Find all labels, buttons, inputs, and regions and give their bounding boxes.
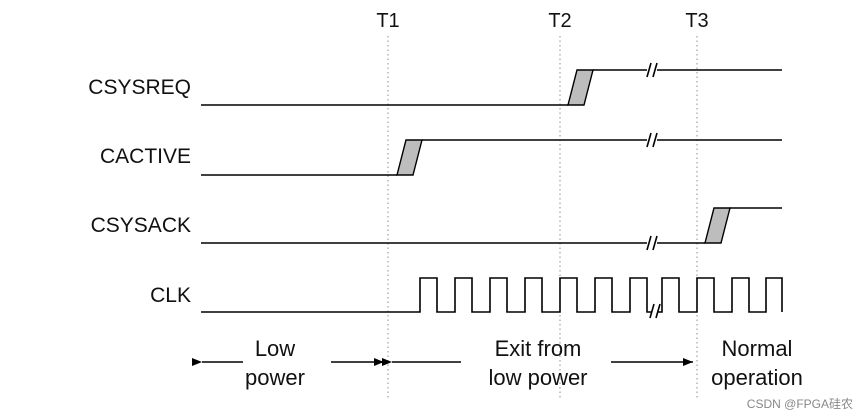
phase-normal-line1: Normal bbox=[722, 336, 793, 361]
marker-t3: T3 bbox=[685, 10, 708, 32]
watermark: CSDN @FPGA硅农 bbox=[747, 397, 853, 411]
signal-label-csysack: CSYSACK bbox=[91, 214, 191, 237]
signal-label-cactive: CACTIVE bbox=[100, 145, 191, 168]
waveform-cactive bbox=[201, 132, 782, 176]
marker-t2: T2 bbox=[548, 10, 571, 32]
waveform-clk bbox=[201, 277, 783, 319]
marker-t1: T1 bbox=[376, 10, 399, 32]
phase-normal-line2: operation bbox=[711, 365, 803, 390]
signal-label-csysreq: CSYSREQ bbox=[88, 76, 191, 99]
phase-low-power-line2: power bbox=[245, 365, 305, 390]
phase-low-power-line1: Low bbox=[255, 336, 295, 361]
signal-label-clk: CLK bbox=[150, 284, 191, 307]
waveform-csysack bbox=[201, 207, 782, 251]
waveform-csysreq bbox=[201, 62, 782, 106]
phase-exit-line1: Exit from bbox=[495, 336, 582, 361]
phase-exit-line2: low power bbox=[488, 365, 587, 390]
